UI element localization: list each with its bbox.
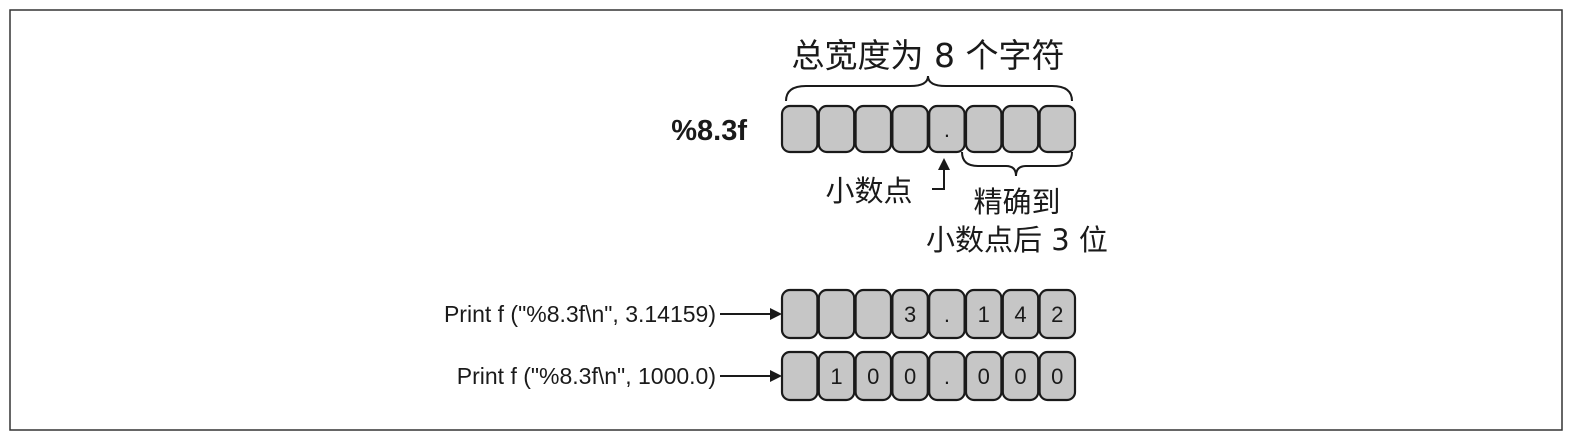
example2-cell-4 xyxy=(891,350,929,402)
example1-cell-2 xyxy=(817,288,856,340)
example-call-2: Print f ("%8.3f\n", 1000.0) xyxy=(457,363,716,389)
example2-cell-5 xyxy=(928,350,966,402)
template-cell-7 xyxy=(1001,104,1040,154)
example2-cell-8-text: 0 xyxy=(1051,364,1063,389)
example2-cell-8 xyxy=(1038,350,1077,402)
template-cell-5-text: . xyxy=(944,117,950,142)
precision-label-line2: 小数点后 3 位 xyxy=(926,223,1108,257)
example2-cell-7-text: 0 xyxy=(1014,364,1026,389)
example1-cell-4-text: 3 xyxy=(904,302,916,327)
example-arrowhead-2 xyxy=(770,370,782,382)
example1-cell-5 xyxy=(928,288,966,340)
decimal-point-label: 小数点 xyxy=(825,174,912,208)
template-cell-1 xyxy=(780,104,819,154)
example2-cell-7 xyxy=(1001,350,1040,402)
example1-cell-5-text: . xyxy=(944,302,950,327)
example1-cell-7-text: 4 xyxy=(1014,302,1026,327)
example1-cell-6 xyxy=(964,288,1003,340)
example2-cell-3-text: 0 xyxy=(867,364,879,389)
example-call-1: Print f ("%8.3f\n", 3.14159) xyxy=(444,301,716,327)
template-cell-3 xyxy=(854,104,893,154)
figure-border xyxy=(9,9,1563,431)
format-spec-label: %8.3f xyxy=(671,115,747,147)
example2-cell-4-text: 0 xyxy=(904,364,916,389)
example2-cell-6-text: 0 xyxy=(978,364,990,389)
example1-cell-8-text: 2 xyxy=(1051,302,1063,327)
example2-cell-2-text: 1 xyxy=(830,364,842,389)
precision-brace xyxy=(961,151,1073,177)
example1-cell-6-text: 1 xyxy=(978,302,990,327)
precision-label-line1: 精确到 xyxy=(973,185,1060,219)
example1-cell-1 xyxy=(780,288,819,340)
template-cell-6 xyxy=(964,104,1003,154)
template-cell-row: . xyxy=(780,104,1077,154)
decimal-point-arrowhead xyxy=(938,158,950,170)
total-width-label: 总宽度为 8 个字符 xyxy=(792,36,1065,75)
example2-cell-2 xyxy=(817,350,856,402)
decimal-point-arrow-line xyxy=(932,166,945,190)
example2-cell-1 xyxy=(780,350,819,402)
example1-cell-7 xyxy=(1001,288,1040,340)
example1-cell-4 xyxy=(891,288,929,340)
example1-cell-3 xyxy=(854,288,893,340)
example2-cell-5-text: . xyxy=(944,364,950,389)
template-cell-5 xyxy=(928,104,966,154)
total-width-brace xyxy=(785,75,1073,102)
template-cell-4 xyxy=(891,104,929,154)
template-cell-2 xyxy=(817,104,856,154)
example2-cell-6 xyxy=(964,350,1003,402)
example1-cell-8 xyxy=(1038,288,1077,340)
template-cell-8 xyxy=(1038,104,1077,154)
example2-cell-3 xyxy=(854,350,893,402)
example-arrowhead-1 xyxy=(770,308,782,320)
